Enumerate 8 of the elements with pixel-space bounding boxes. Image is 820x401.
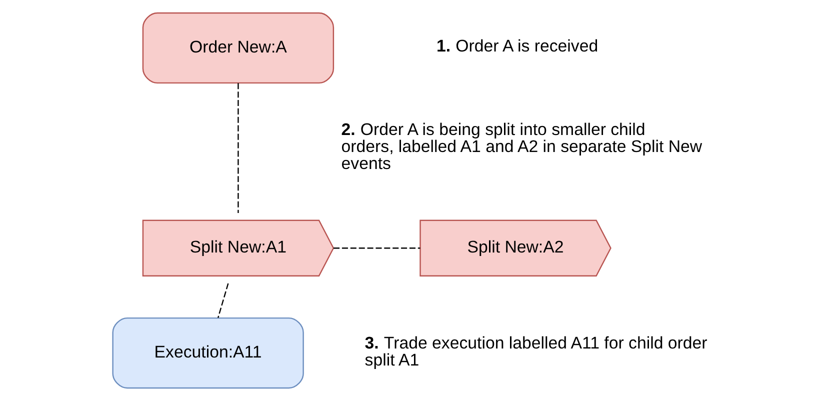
- node-box: Execution:A11: [112, 317, 304, 389]
- label: 3. Trade execution labelled A11 for child order split A1: [364, 333, 708, 370]
- label: 2. Order A is being split into smaller child orders, labelled A1 and A2 in separate Split New events: [341, 120, 702, 173]
- connector: [217, 283, 229, 318]
- label: 1. Order A is received: [436, 36, 598, 56]
- node-box: Order New:A: [142, 12, 334, 84]
- connector: [238, 83, 239, 214]
- connector: [334, 248, 420, 249]
